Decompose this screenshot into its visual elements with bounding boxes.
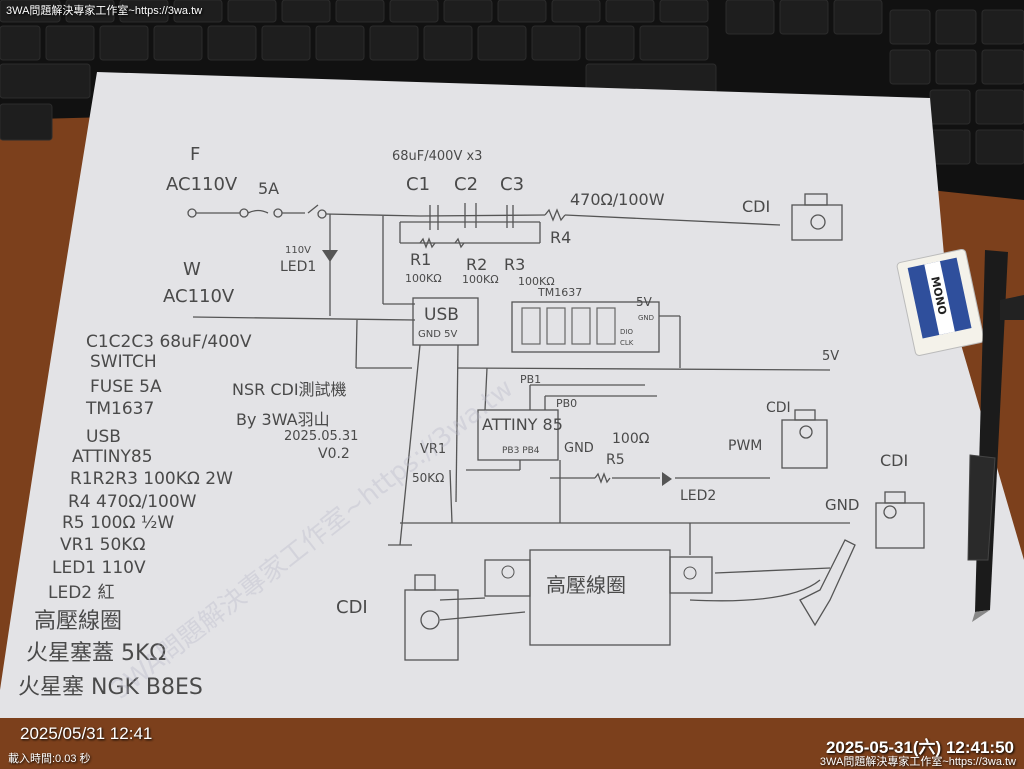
r3-value: 100KΩ — [518, 275, 555, 288]
bom-item: 火星塞蓋 5KΩ — [26, 641, 166, 666]
cap-spec: 68uF/400V x3 — [392, 149, 482, 164]
led2-symbol — [662, 472, 672, 486]
usb-pins: GND 5V — [418, 329, 457, 340]
bom-item: C1C2C3 68uF/400V — [86, 332, 252, 352]
mcu-pins: PB3 PB4 — [502, 446, 540, 456]
bom-item: LED1 110V — [52, 558, 146, 578]
tm1637-display — [511, 301, 660, 353]
load-time: 載入時間:0.03 秒 — [8, 753, 91, 765]
project-version: V0.2 — [318, 446, 350, 462]
attiny85-chip — [477, 409, 559, 461]
pb1-label: PB1 — [520, 373, 541, 386]
led1-voltage: 110V — [285, 245, 311, 256]
mcu-label: ATTINY 85 — [482, 415, 563, 434]
bom-item: 高壓線圈 — [34, 609, 122, 634]
brand-overlay-top: 3WA問題解決專家工作室~https://3wa.tw — [6, 5, 203, 17]
mcu-gnd: GND — [564, 441, 594, 456]
photo-date-stamp: 2025/05/31 12:41 — [20, 724, 153, 743]
display-clk: CLK — [620, 339, 634, 347]
input-f-label: F — [190, 144, 200, 165]
output-5v-label: 5V — [822, 349, 839, 364]
tm1637-label: TM1637 — [537, 286, 582, 299]
pb0-label: PB0 — [556, 397, 577, 410]
timestamp: 2025-05-31(六) 12:41:50 — [825, 738, 1014, 757]
input-f-voltage: AC110V — [166, 174, 238, 195]
r1-value: 100KΩ — [405, 272, 442, 285]
display-gnd: GND — [638, 314, 654, 322]
output-gnd-label: GND — [825, 496, 859, 514]
vr1-name: VR1 — [420, 442, 446, 457]
project-date: 2025.05.31 — [284, 429, 358, 444]
project-author: By 3WA羽山 — [236, 410, 330, 429]
cdi-label-top: CDI — [742, 197, 770, 216]
cap-c2: C2 — [454, 174, 478, 195]
bom-item: FUSE 5A — [90, 377, 162, 397]
coil-label: 高壓線圈 — [546, 573, 626, 597]
r4-value: 470Ω/100W — [570, 190, 665, 209]
brand-overlay-footer: 3WA問題解決專家工作室~https://3wa.tw — [819, 756, 1016, 768]
cdi-label-coil: CDI — [336, 597, 368, 618]
schematic-labels: F AC110V W AC110V 5A 68uF/400V x3 C1 C2 … — [163, 144, 908, 618]
schematic-wires — [187, 203, 850, 621]
bom-item: R1R2R3 100KΩ 2W — [70, 469, 233, 489]
r5-name: R5 — [606, 452, 625, 468]
led2-name: LED2 — [680, 488, 716, 504]
seven-segment-digits — [521, 307, 616, 345]
input-w-label: W — [183, 259, 201, 280]
r1-name: R1 — [410, 250, 431, 269]
cdi-label-pwm: CDI — [766, 400, 791, 416]
bom-item: TM1637 — [85, 399, 154, 419]
usb-label: USB — [424, 305, 459, 325]
cap-c3: C3 — [500, 174, 524, 195]
cdi-label-gnd: CDI — [880, 451, 908, 470]
bom-item: ATTINY85 — [72, 447, 153, 467]
usb-module — [412, 297, 479, 346]
bom-item: R4 470Ω/100W — [68, 492, 197, 512]
r2-name: R2 — [466, 255, 487, 274]
r3-name: R3 — [504, 255, 525, 274]
cdi-connector-icons — [404, 193, 925, 661]
r2-value: 100KΩ — [462, 273, 499, 286]
paper-sheet — [0, 72, 1024, 718]
bom-item: USB — [86, 427, 121, 447]
input-w-voltage: AC110V — [163, 286, 235, 307]
bom-item: 火星塞 NGK B8ES — [18, 675, 203, 700]
bom-item: LED2 紅 — [48, 583, 115, 603]
display-dio: DIO — [620, 328, 633, 336]
fuse-label: 5A — [258, 179, 279, 198]
eraser: MONO — [896, 248, 985, 356]
display-5v: 5V — [636, 295, 653, 309]
bill-of-materials: C1C2C3 68uF/400V SWITCH FUSE 5A TM1637 U… — [18, 332, 252, 700]
led1-name: LED1 — [280, 259, 316, 275]
project-title: NSR CDI測試機 — [232, 380, 347, 399]
bom-item: R5 100Ω ½W — [62, 513, 174, 533]
r5-value: 100Ω — [612, 431, 650, 447]
vr1-value: 50KΩ — [412, 471, 444, 485]
bom-item: SWITCH — [90, 352, 157, 372]
bom-item: VR1 50KΩ — [60, 535, 145, 555]
cap-c1: C1 — [406, 174, 430, 195]
spark-plug-drawing — [799, 539, 856, 627]
pwm-label: PWM — [728, 438, 762, 454]
r4-name: R4 — [550, 228, 571, 247]
mechanical-pencil — [967, 250, 1024, 622]
led1-symbol — [322, 250, 338, 262]
ignition-coil — [529, 549, 671, 646]
